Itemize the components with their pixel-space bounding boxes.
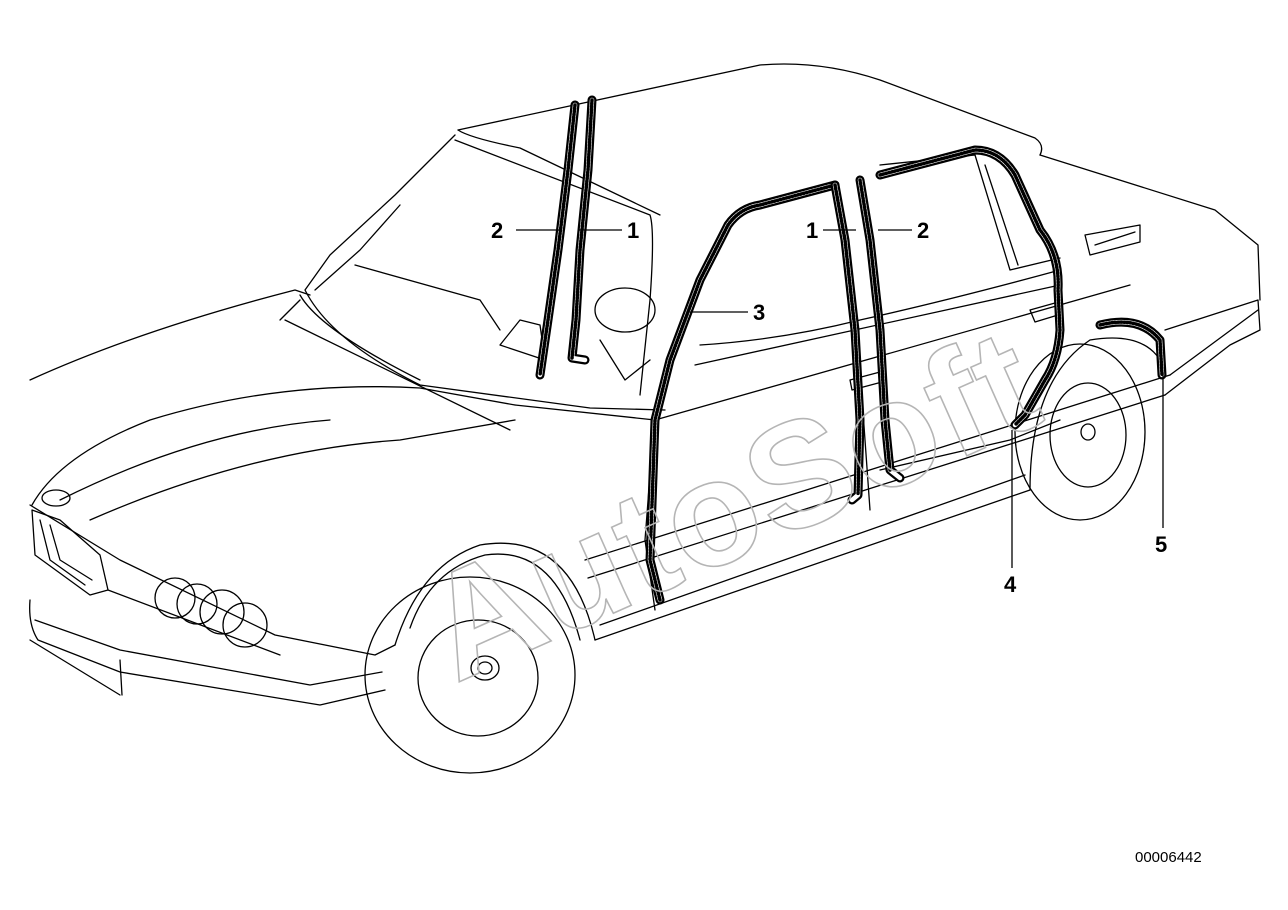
callouts: 2 1 3 1 2 4 5 [491,218,1167,597]
rear-door-frame-seal [875,145,1065,430]
callout-2-left: 2 [491,218,503,243]
document-number: 00006442 [1135,849,1202,866]
callout-3: 3 [753,300,765,325]
front-door-frame-seal [645,180,840,605]
b-pillar-seal-front [830,180,865,505]
a-pillar-seal-outer [535,100,580,380]
car-body-drawing [29,63,1261,774]
b-pillar-seal-rear [855,175,905,483]
callout-5: 5 [1155,532,1167,557]
a-pillar-seal-inner [567,95,597,365]
seal-parts [535,95,1167,605]
wheel-arch-trim [1095,317,1167,380]
leader-lines [516,229,1164,568]
callout-2-right: 2 [917,218,929,243]
callout-1-right: 1 [806,218,818,243]
callout-4: 4 [1004,572,1017,597]
callout-1-left: 1 [627,218,639,243]
